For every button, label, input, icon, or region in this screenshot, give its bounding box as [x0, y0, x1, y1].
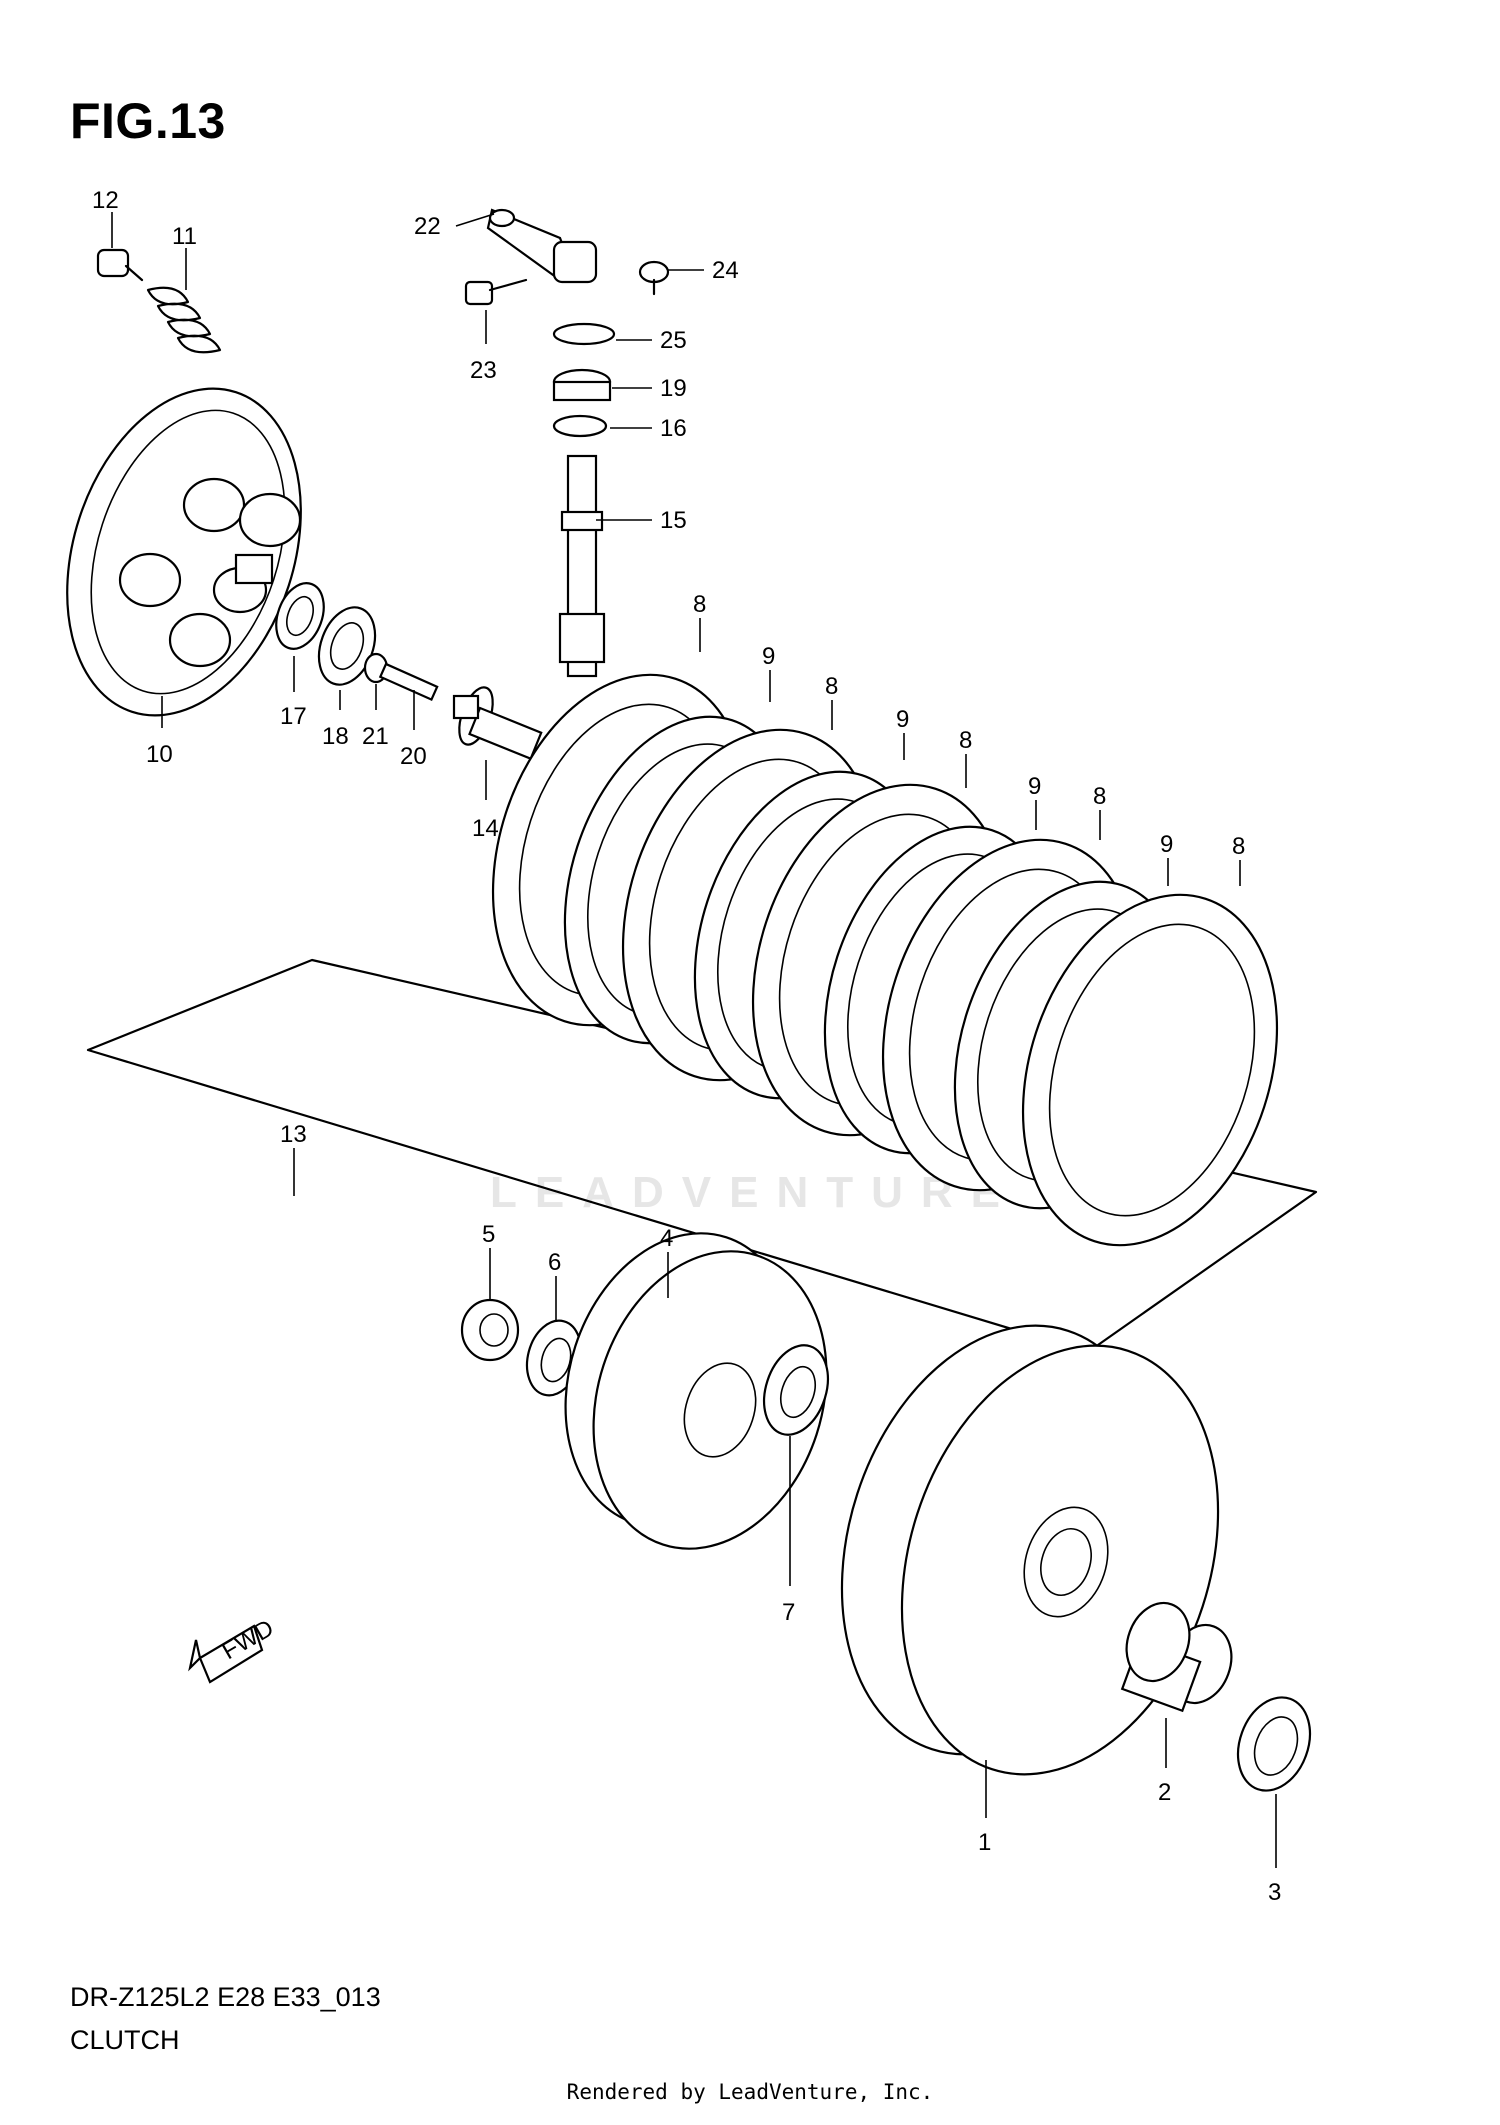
plate-group-bracket: [86, 958, 1318, 1354]
part-23-bolt[interactable]: [464, 278, 528, 306]
callout-25: 25: [660, 327, 687, 354]
callout-1: 1: [978, 1829, 991, 1856]
callout-22: 22: [414, 213, 441, 240]
callout-2: 2: [1158, 1779, 1171, 1806]
callout-4: 4: [660, 1225, 673, 1252]
part-13-push-rod[interactable]: [114, 1116, 454, 1314]
part-19-oil-seal[interactable]: [552, 368, 612, 402]
watermark: LEADVENTURE: [490, 1168, 1019, 1217]
part-5-nut[interactable]: [460, 1298, 520, 1362]
part-3-washer[interactable]: [1226, 1687, 1323, 1800]
part-25-plate[interactable]: [552, 322, 616, 346]
callout-10: 10: [146, 741, 173, 768]
callout-13: 13: [280, 1121, 307, 1148]
callout-21: 21: [362, 723, 389, 750]
callout-9a: 9: [762, 643, 775, 670]
part-8-drive-plate-5[interactable]: [980, 862, 1319, 1279]
fwd-arrow-icon: FWD: [188, 1614, 278, 1684]
part-14-push-piece[interactable]: [452, 683, 543, 761]
callout-labels: 12 11 10 17 18 21 20 14 15 16 19 25 22 2…: [92, 187, 1281, 1906]
part-20-release-screw[interactable]: [378, 662, 439, 702]
figure-title: FIG.13: [70, 93, 226, 149]
part-4-clutch-sleeve-hub[interactable]: [529, 1203, 863, 1579]
diagram-subtitle: CLUTCH: [70, 2025, 180, 2055]
callout-6: 6: [548, 1249, 561, 1276]
callout-9b: 9: [896, 706, 909, 733]
callout-leaders: [111, 212, 1277, 1868]
part-12-bolt[interactable]: [96, 248, 144, 282]
part-1-clutch-housing[interactable]: [789, 1284, 1270, 1815]
part-22-release-arm[interactable]: [486, 208, 598, 284]
callout-17: 17: [280, 703, 307, 730]
footer-credit: Rendered by LeadVenture, Inc.: [566, 2080, 934, 2104]
callout-9c: 9: [1028, 773, 1041, 800]
model-code: DR-Z125L2 E28 E33_013: [70, 1982, 381, 2012]
part-15-release-camshaft[interactable]: [558, 454, 606, 678]
callout-16: 16: [660, 415, 687, 442]
part-17-washer[interactable]: [268, 577, 333, 656]
callout-8e: 8: [1232, 833, 1245, 860]
part-10-pressure-plate[interactable]: [27, 358, 340, 746]
callout-8d: 8: [1093, 783, 1106, 810]
callout-7: 7: [782, 1599, 795, 1626]
callout-15: 15: [660, 507, 687, 534]
part-7-washer[interactable]: [753, 1337, 838, 1443]
callout-9d: 9: [1160, 831, 1173, 858]
callout-20: 20: [400, 743, 427, 770]
callout-5: 5: [482, 1221, 495, 1248]
part-2-spacer[interactable]: [1116, 1594, 1242, 1713]
callout-8a: 8: [693, 591, 706, 618]
callout-23: 23: [470, 357, 497, 384]
callout-14: 14: [472, 815, 499, 842]
part-11-clutch-spring[interactable]: [146, 286, 222, 354]
callout-8c: 8: [959, 727, 972, 754]
part-16-washer[interactable]: [552, 414, 608, 438]
callout-8b: 8: [825, 673, 838, 700]
callout-18: 18: [322, 723, 349, 750]
part-24-screw[interactable]: [638, 260, 670, 296]
callout-24: 24: [712, 257, 739, 284]
callout-3: 3: [1268, 1879, 1281, 1906]
callout-12: 12: [92, 187, 119, 214]
callout-11: 11: [172, 223, 197, 250]
callout-19: 19: [660, 375, 687, 402]
